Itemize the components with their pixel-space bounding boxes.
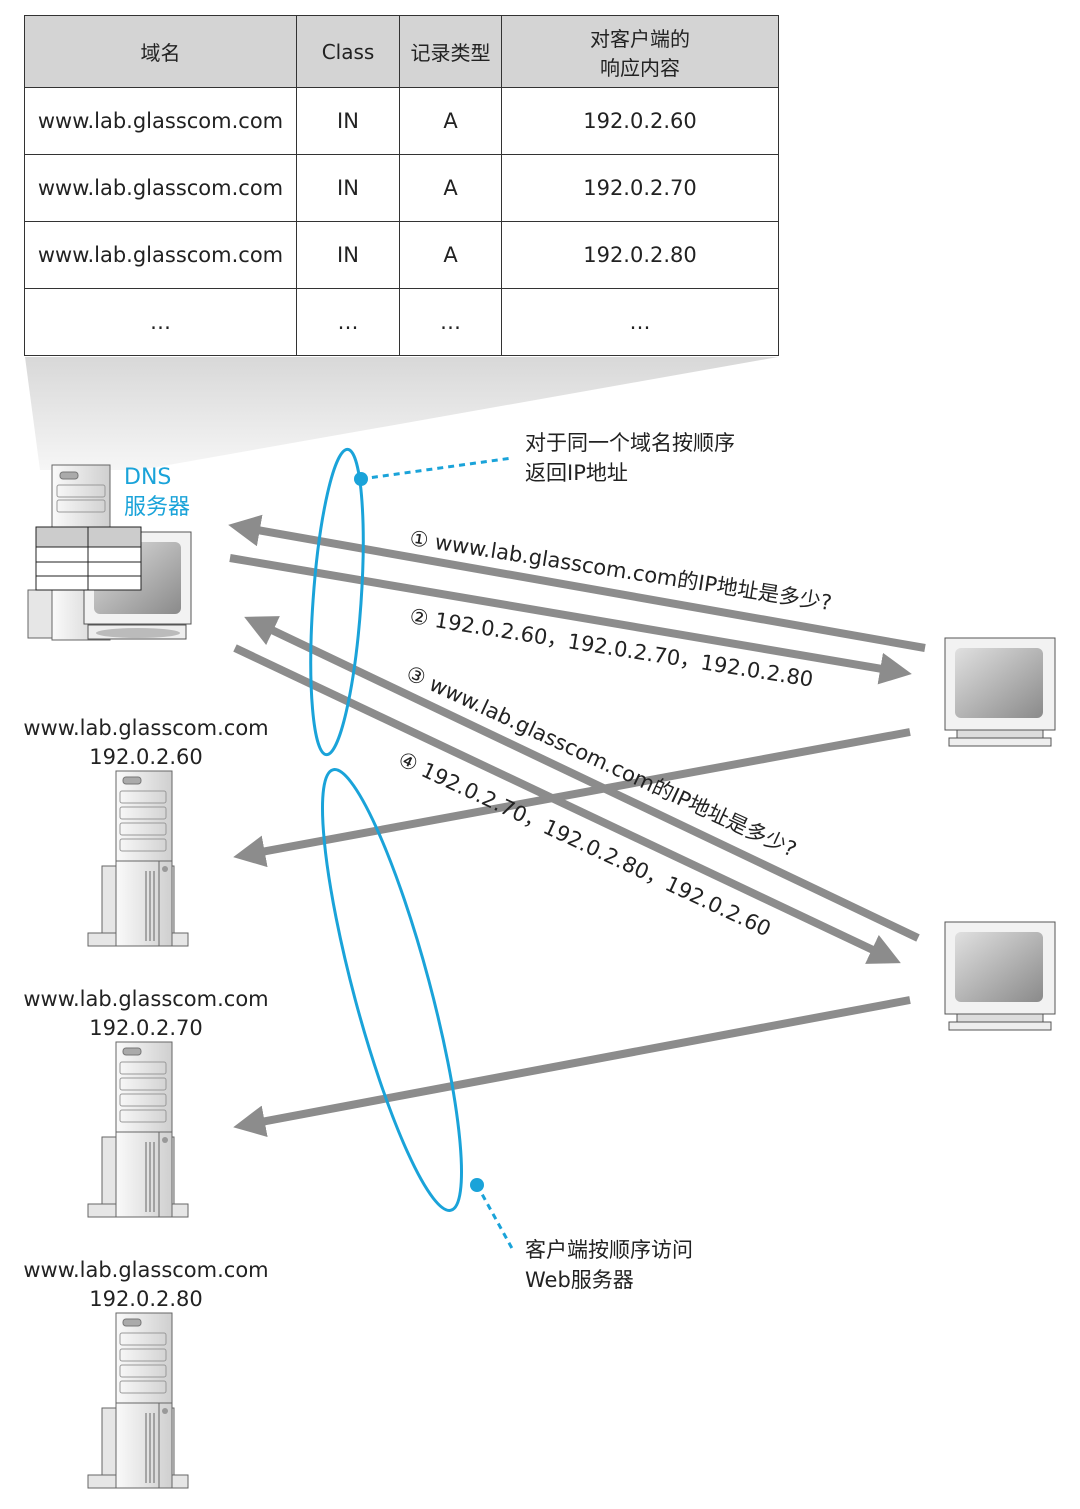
client-monitor-icon-2 xyxy=(944,921,1056,1031)
round-robin-annotation: 对于同一个域名按顺序返回IP地址 xyxy=(525,428,735,488)
arrow-query-1 xyxy=(228,514,926,652)
web-server-label-1: www.lab.glasscom.com 192.0.2.60 xyxy=(15,714,277,772)
cell: … xyxy=(501,288,779,356)
annotation-line2: 返回IP地址 xyxy=(525,461,628,485)
cell: www.lab.glasscom.com xyxy=(24,87,297,155)
highlight-ellipse-dns xyxy=(309,447,365,757)
host: www.lab.glasscom.com xyxy=(23,1258,269,1282)
cell: … xyxy=(24,288,297,356)
cell: 192.0.2.60 xyxy=(501,87,779,155)
dns-server-label: DNS 服务器 xyxy=(124,463,190,523)
web-server-icon-1 xyxy=(87,770,189,947)
arrow-access-server-1 xyxy=(233,728,911,868)
annotation-line1: 客户端按顺序访问 xyxy=(525,1238,693,1262)
client-monitor-icon-1 xyxy=(944,637,1056,747)
host: www.lab.glasscom.com xyxy=(23,716,269,740)
web-server-icon-3 xyxy=(87,1312,189,1489)
cell: … xyxy=(296,288,400,356)
table-row: ………… xyxy=(24,288,779,356)
web-server-icon-2 xyxy=(87,1041,189,1218)
cell: A xyxy=(399,221,502,289)
cell: A xyxy=(399,154,502,222)
callout-line-1 xyxy=(360,456,513,481)
annotation-line2: Web服务器 xyxy=(525,1268,634,1292)
table-header-row: 域名 Class 记录类型 对客户端的响应内容 xyxy=(24,15,779,88)
arrow-response-2 xyxy=(229,554,912,685)
highlight-ellipse-web xyxy=(321,768,463,1212)
cell: www.lab.glasscom.com xyxy=(24,154,297,222)
arrow-access-server-2 xyxy=(233,996,911,1138)
annotation-line1: 对于同一个域名按顺序 xyxy=(525,431,735,455)
cell: IN xyxy=(296,221,400,289)
header-class: Class xyxy=(296,15,400,88)
callout-line-2 xyxy=(475,1184,516,1253)
ip: 192.0.2.70 xyxy=(89,1016,203,1040)
dns-label-line2: 服务器 xyxy=(124,495,191,520)
web-server-label-2: www.lab.glasscom.com 192.0.2.70 xyxy=(15,985,277,1043)
arrow-response-4 xyxy=(233,644,901,964)
header-record-type: 记录类型 xyxy=(399,15,502,88)
web-server-label-3: www.lab.glasscom.com 192.0.2.80 xyxy=(15,1256,277,1314)
cell: 192.0.2.80 xyxy=(501,221,779,289)
zoom-funnel xyxy=(25,357,778,470)
header-domain: 域名 xyxy=(24,15,297,88)
ip: 192.0.2.60 xyxy=(89,745,203,769)
ip: 192.0.2.80 xyxy=(89,1287,203,1311)
cell: www.lab.glasscom.com xyxy=(24,221,297,289)
callout-dot-1 xyxy=(354,472,368,486)
cell: A xyxy=(399,87,502,155)
host: www.lab.glasscom.com xyxy=(23,987,269,1011)
header-response-line2: 响应内容 xyxy=(600,55,680,80)
arrow-query-3 xyxy=(244,616,920,942)
header-response: 对客户端的响应内容 xyxy=(501,15,779,88)
dns-record-table: 域名 Class 记录类型 对客户端的响应内容 www.lab.glasscom… xyxy=(24,15,779,356)
callout-dot-2 xyxy=(470,1178,484,1192)
cell: … xyxy=(399,288,502,356)
dns-label-line1: DNS xyxy=(124,465,172,490)
cell: IN xyxy=(296,87,400,155)
header-response-line1: 对客户端的 xyxy=(590,26,690,51)
client-access-annotation: 客户端按顺序访问 Web服务器 xyxy=(525,1235,693,1295)
dns-server-icon xyxy=(27,464,192,641)
cell: IN xyxy=(296,154,400,222)
cell: 192.0.2.70 xyxy=(501,154,779,222)
